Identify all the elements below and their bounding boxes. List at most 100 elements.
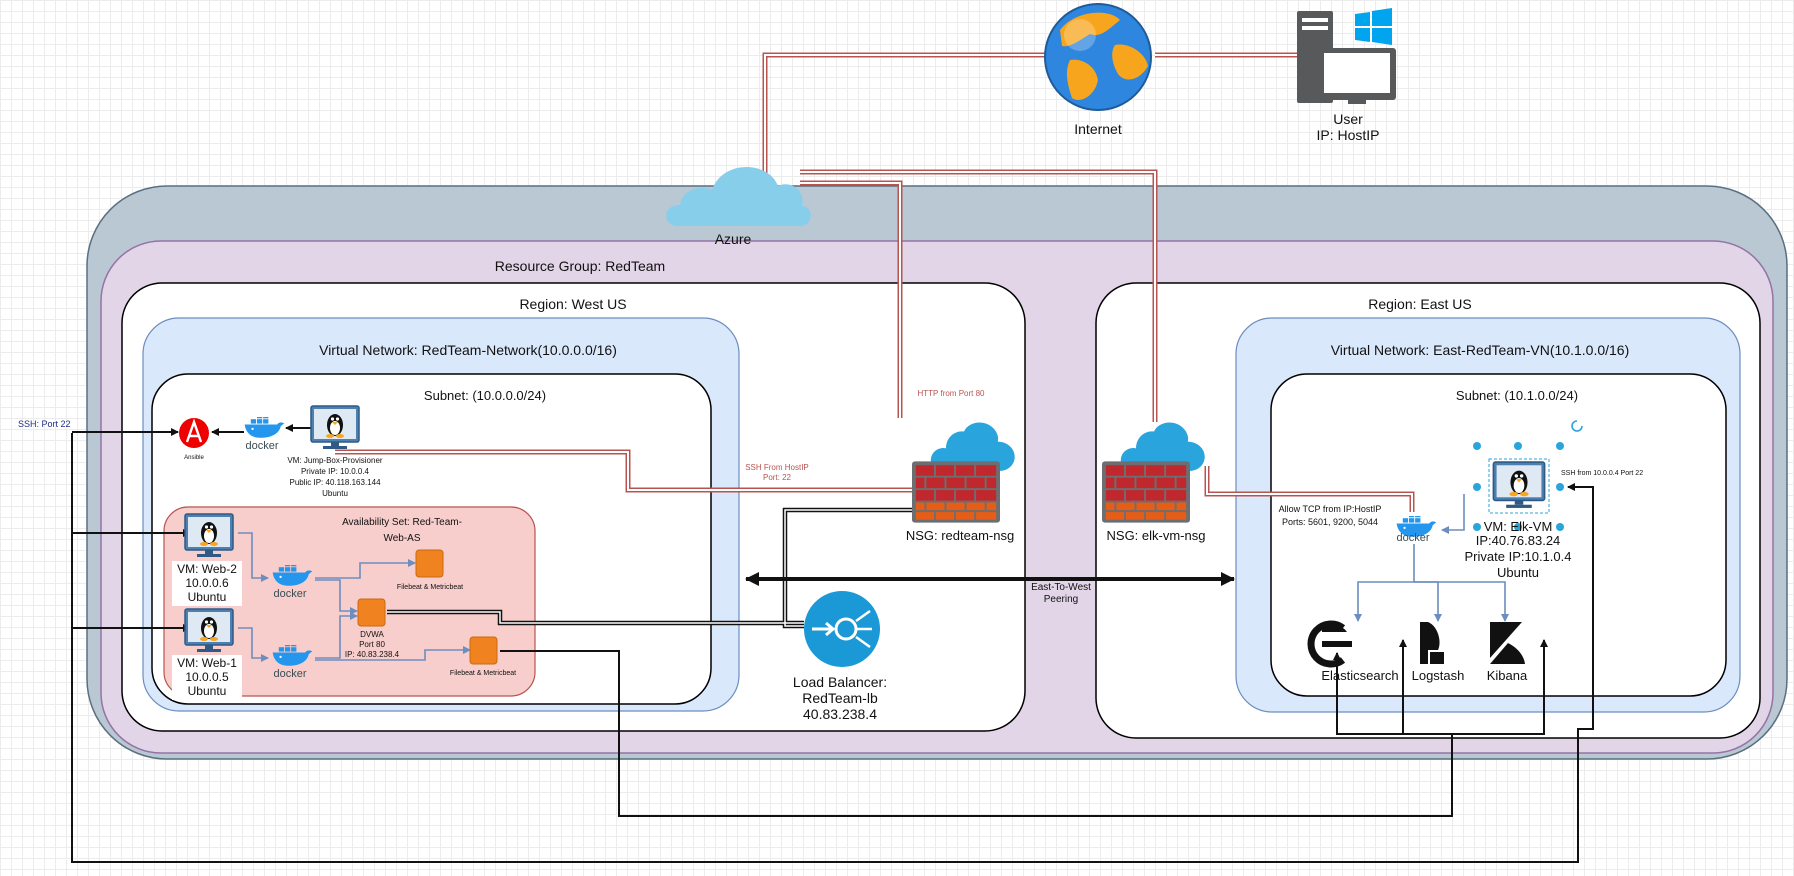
docker-label: docker [245, 440, 278, 452]
lb-label-line2: RedTeam-lb [802, 690, 878, 706]
docker-label: docker [273, 588, 306, 600]
internet-label: Internet [1074, 121, 1122, 137]
elk-docker[interactable]: docker [1396, 513, 1437, 544]
peering-arrow: East-To-West Peering [745, 572, 1235, 605]
elk-vm-ip: IP:40.76.83.24 [1476, 533, 1561, 548]
ssh-elk-rule-label: SSH from 10.0.0.4 Port 22 [1561, 470, 1643, 477]
vnet-east-label: Virtual Network: East-RedTeam-VN(10.1.0.… [1331, 342, 1630, 358]
region-west-label: Region: West US [519, 296, 626, 312]
subnet-east-label: Subnet: (10.1.0.0/24) [1456, 388, 1578, 403]
docker-flow-lines [238, 494, 1509, 662]
red-links-inner [335, 54, 1413, 512]
logstash-node[interactable]: Logstash [1412, 622, 1465, 683]
ssh-lines [71, 424, 1594, 863]
container-box-icon [469, 636, 498, 665]
kibana-label: Kibana [1487, 668, 1528, 683]
beats-elasticsearch-line [500, 650, 1453, 817]
dvwa-container[interactable]: DVWA Port 80 IP: 40.83.238.4 [345, 598, 400, 659]
beats-web2[interactable]: Filebeat & Metricbeat [397, 549, 463, 591]
nsg-east[interactable]: NSG: elk-vm-nsg [1102, 422, 1205, 543]
elk-vm[interactable]: VM: Elk-VM IP:40.76.83.24 Private IP:10.… [1465, 420, 1583, 580]
selection-box [1488, 458, 1550, 514]
docker-label: docker [273, 668, 306, 680]
jumpbox-os: Ubuntu [322, 489, 348, 498]
kibana-node[interactable]: Kibana [1487, 622, 1528, 683]
web1-ip: 10.0.0.5 [185, 670, 229, 684]
web2-vm[interactable]: VM: Web-2 10.0.0.6 Ubuntu [172, 513, 242, 606]
beats-kibana-line [1452, 639, 1548, 735]
peering-label-line1: East-To-West [1031, 582, 1091, 593]
beats-logstash-line [1399, 639, 1452, 735]
jumpbox-vm[interactable]: VM: Jump-Box-Provisioner Private IP: 10.… [287, 405, 383, 498]
logstash-icon [1420, 622, 1444, 664]
peering-label-line2: Peering [1044, 594, 1078, 605]
rotate-handle-icon [1571, 420, 1583, 432]
user-node[interactable]: User IP: HostIP [1297, 8, 1396, 143]
subnet-west-label: Subnet: (10.0.0.0/24) [424, 388, 546, 403]
web2-os: Ubuntu [188, 590, 227, 604]
http-rule-label: HTTP from Port 80 [918, 389, 986, 398]
vnet-west-label: Virtual Network: RedTeam-Network(10.0.0.… [319, 342, 617, 358]
web1-name: VM: Web-1 [177, 656, 237, 670]
linux-vm-icon [184, 513, 234, 558]
jumpbox-docker[interactable]: docker [244, 414, 285, 452]
elasticsearch-label: Elasticsearch [1321, 668, 1398, 683]
web1-docker[interactable]: docker [272, 642, 313, 680]
container-box-icon [357, 598, 386, 627]
kibana-icon [1490, 622, 1525, 664]
black-double-links-inner [387, 509, 912, 627]
workstation-icon [1297, 8, 1396, 104]
load-balancer-icon [804, 591, 880, 667]
azure-label: Azure [715, 231, 752, 247]
elk-vm-name: VM: Elk-VM [1484, 519, 1553, 534]
lb-label-line1: Load Balancer: [793, 674, 887, 690]
subnet-east-container: Subnet: (10.1.0.0/24) [1270, 373, 1727, 697]
ansible-label: Ansible [184, 455, 204, 461]
beats-web1[interactable]: Filebeat & Metricbeat [450, 636, 516, 677]
ssh-rule-label-line1: SSH From HostIP [745, 463, 809, 472]
ssh-rule-label-line2: Port: 22 [763, 473, 792, 482]
linux-vm-icon [310, 405, 360, 450]
availability-set-label-line1: Availability Set: Red-Team- [342, 517, 462, 528]
globe-icon [1044, 3, 1152, 111]
dvwa-ip: IP: 40.83.238.4 [345, 650, 400, 659]
load-balancer[interactable]: Load Balancer: RedTeam-lb 40.83.238.4 [793, 591, 887, 722]
nsg-east-label: NSG: elk-vm-nsg [1107, 528, 1206, 543]
dvwa-port: Port 80 [359, 640, 385, 649]
azure-cloud-icon [666, 166, 811, 226]
elasticsearch-node[interactable]: Elasticsearch [1307, 620, 1399, 683]
ssh-elk-line [71, 433, 1594, 863]
jumpbox-private-ip: Private IP: 10.0.0.4 [301, 467, 370, 476]
elk-vm-private-ip: Private IP:10.1.0.4 [1465, 549, 1572, 564]
allow-rule-line2: Ports: 5601, 9200, 5044 [1282, 517, 1378, 527]
ssh-port-label: SSH: Port 22 [18, 419, 71, 429]
jumpbox-public-ip: Public IP: 40.118.163.144 [289, 478, 381, 487]
beats-label: Filebeat & Metricbeat [450, 670, 516, 677]
firewall-icon [912, 461, 1000, 523]
web2-docker[interactable]: docker [272, 562, 313, 600]
docker-label: docker [1396, 532, 1429, 544]
allow-rule-line1: Allow TCP from IP:HostIP [1279, 504, 1382, 514]
azure-cloud-node[interactable]: Azure [666, 166, 811, 247]
internet-node[interactable]: Internet [1044, 3, 1152, 137]
lb-label-line3: 40.83.238.4 [803, 706, 877, 722]
nsg-west[interactable]: NSG: redteam-nsg [906, 422, 1015, 543]
web1-vm[interactable]: VM: Web-1 10.0.0.5 Ubuntu [172, 608, 242, 700]
nsg-west-label: NSG: redteam-nsg [906, 528, 1014, 543]
web2-name: VM: Web-2 [177, 562, 237, 576]
user-label: User [1333, 111, 1363, 127]
logstash-label: Logstash [1412, 668, 1465, 683]
linux-vm-icon [1492, 461, 1546, 509]
container-box-icon [415, 549, 444, 578]
ansible-node[interactable]: Ansible [179, 418, 209, 461]
dvwa-name: DVWA [360, 630, 384, 639]
elasticsearch-icon [1307, 620, 1352, 668]
availability-set-label-line2: Web-AS [383, 533, 420, 544]
resource-group-label: Resource Group: RedTeam [495, 258, 665, 274]
windows-logo-icon [1355, 8, 1392, 45]
user-ip-label: IP: HostIP [1316, 127, 1379, 143]
firewall-icon [1102, 461, 1190, 523]
jumpbox-name: VM: Jump-Box-Provisioner [287, 456, 382, 465]
elk-vm-os: Ubuntu [1497, 565, 1539, 580]
